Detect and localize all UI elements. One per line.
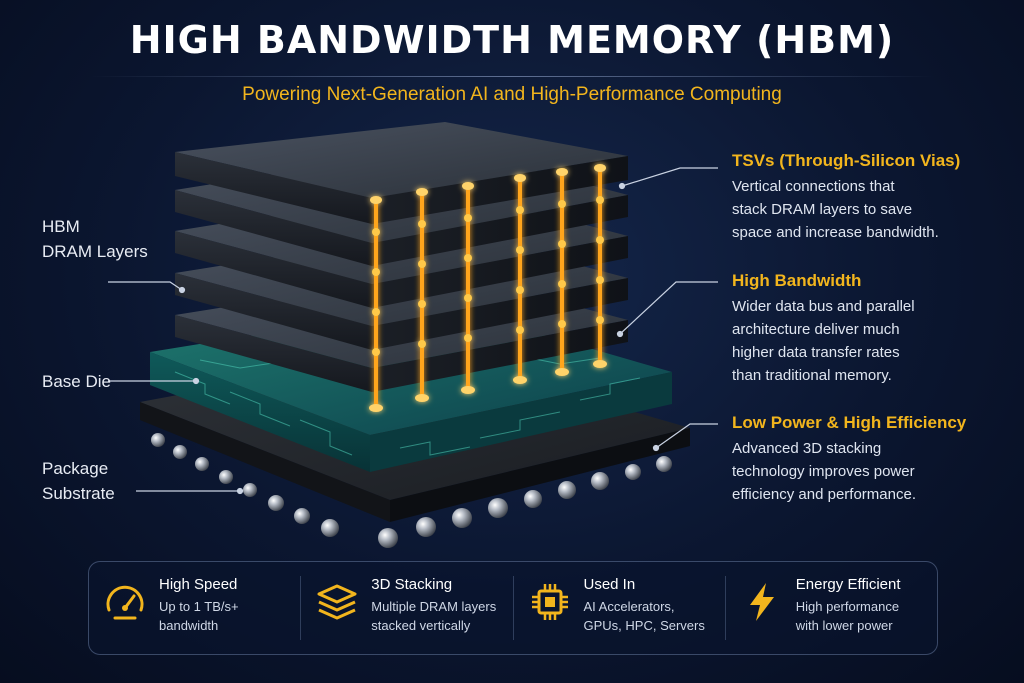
callout-low-power-line: technology improves power <box>732 463 915 480</box>
label-dram-line1: HBM <box>42 217 80 236</box>
leader-low-power <box>655 423 718 449</box>
feature-title: Energy Efficient <box>795 576 901 593</box>
speedometer-icon <box>106 585 144 620</box>
callout-tsv: TSVs (Through-Silicon Vias) Vertical con… <box>732 151 1012 244</box>
callout-low-power-line: efficiency and performance. <box>732 486 916 503</box>
callout-bandwidth-line: than traditional memory. <box>732 367 892 384</box>
feature-3d-stacking: 3D Stacking Multiple DRAM layers stacked… <box>301 576 514 640</box>
solder-balls-front <box>378 456 672 548</box>
page-subtitle: Powering Next-Generation AI and High-Per… <box>242 84 782 105</box>
feature-text: bandwidth <box>159 618 219 633</box>
callout-low-power-text: Advanced 3D stacking technology improves… <box>732 437 1012 506</box>
feature-title: 3D Stacking <box>371 576 453 593</box>
feature-bar: High Speed Up to 1 TB/s+ bandwidth 3D St… <box>88 561 938 655</box>
label-hbm-dram-layers: HBM DRAM Layers <box>42 214 148 264</box>
solder-balls <box>151 433 339 537</box>
callout-low-power-title: Low Power & High Efficiency <box>732 413 967 432</box>
feature-text: with lower power <box>795 618 893 633</box>
callout-bandwidth-line: Wider data bus and parallel <box>732 298 915 315</box>
feature-used-in: Used In AI Accelerators, GPUs, HPC, Serv… <box>514 576 726 640</box>
leader-bandwidth <box>619 281 718 335</box>
label-package-substrate: Package Substrate <box>42 456 115 506</box>
callout-bandwidth-title: High Bandwidth <box>732 271 862 290</box>
page-title: HIGH BANDWIDTH MEMORY (HBM) <box>129 18 895 62</box>
feature-text: Up to 1 TB/s+ <box>159 599 239 614</box>
feature-text: High performance <box>795 599 900 614</box>
callout-low-power: Low Power & High Efficiency Advanced 3D … <box>732 413 1012 506</box>
callout-tsv-title: TSVs (Through-Silicon Vias) <box>732 151 961 170</box>
label-substrate-line1: Package <box>42 459 109 478</box>
feature-title: High Speed <box>159 576 238 593</box>
callout-bandwidth-line: higher data transfer rates <box>732 344 900 361</box>
callout-low-power-line: Advanced 3D stacking <box>732 440 882 457</box>
title-divider <box>88 76 936 77</box>
callout-tsv-text: Vertical connections that stack DRAM lay… <box>732 175 1012 244</box>
label-substrate-line2: Substrate <box>42 484 115 503</box>
tsv-columns <box>369 164 607 412</box>
callout-tsv-line: Vertical connections that <box>732 178 895 195</box>
feature-text: GPUs, HPC, Servers <box>583 618 705 633</box>
label-base-die: Base Die <box>42 372 111 391</box>
lightning-bolt-icon <box>749 583 774 621</box>
feature-high-speed: High Speed Up to 1 TB/s+ bandwidth <box>89 576 302 640</box>
chip-icon <box>531 584 568 620</box>
label-dram-line2: DRAM Layers <box>42 242 148 261</box>
callout-bandwidth-line: architecture deliver much <box>732 321 900 338</box>
callout-tsv-line: stack DRAM layers to save <box>732 201 913 218</box>
leader-lines <box>108 167 718 495</box>
feature-text: Multiple DRAM layers <box>371 599 497 614</box>
callout-bandwidth-text: Wider data bus and parallel architecture… <box>732 295 1012 387</box>
feature-text: stacked vertically <box>371 618 471 633</box>
feature-text: AI Accelerators, <box>583 599 675 614</box>
feature-energy-efficient: Energy Efficient High performance with l… <box>726 576 937 640</box>
callout-high-bandwidth: High Bandwidth Wider data bus and parall… <box>732 271 1012 387</box>
feature-title: Used In <box>583 576 636 593</box>
stacked-layers-icon <box>317 584 357 620</box>
leader-tsv <box>621 167 718 187</box>
callout-tsv-line: space and increase bandwidth. <box>732 224 939 241</box>
leader-dram <box>108 281 183 291</box>
